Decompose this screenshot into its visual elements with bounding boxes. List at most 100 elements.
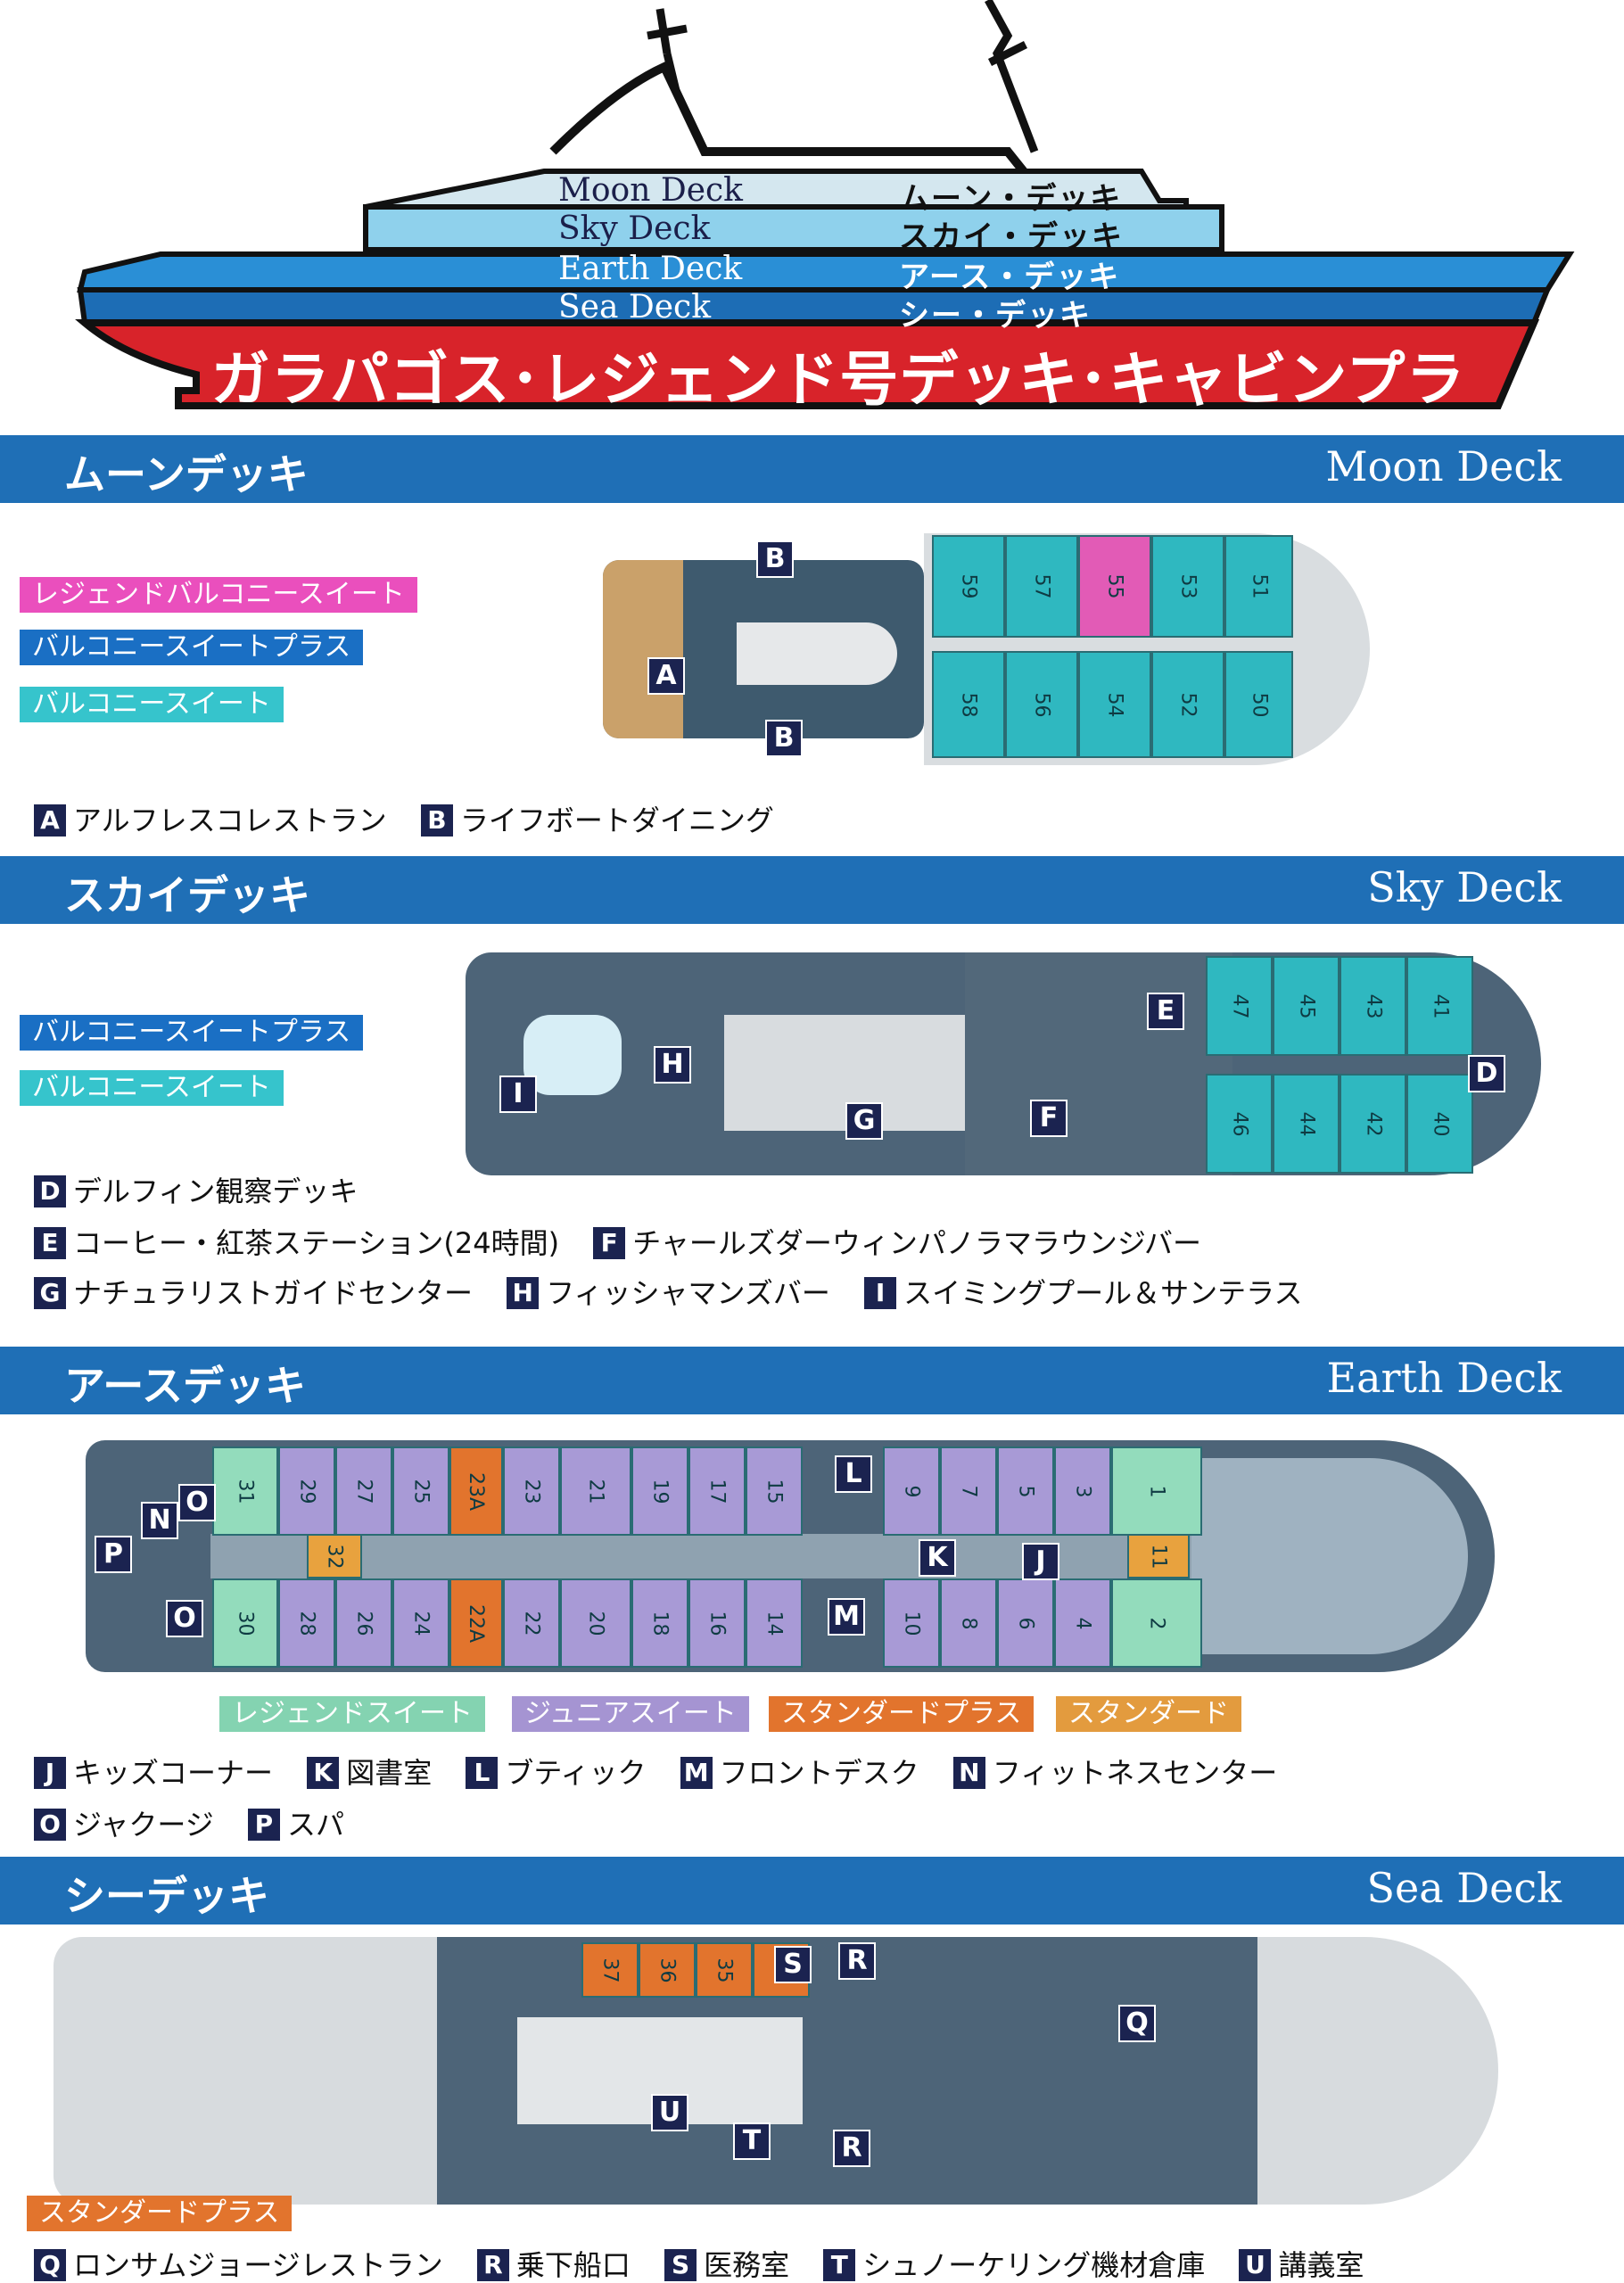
plan-marker-p: P: [95, 1536, 132, 1573]
cabin-35[interactable]: 35: [696, 1942, 753, 1998]
legend-legend-suite: レジェンドスイート: [219, 1696, 485, 1732]
key-box-d: D: [34, 1175, 66, 1207]
cabin-44[interactable]: 44: [1273, 1074, 1340, 1174]
plan-marker-h: H: [654, 1046, 691, 1084]
cabin-3[interactable]: 3: [1054, 1446, 1111, 1536]
cabin-52[interactable]: 52: [1151, 651, 1224, 758]
key-box-p: P: [247, 1809, 280, 1841]
cabin-14[interactable]: 14: [746, 1578, 803, 1668]
key-box-o: O: [34, 1809, 66, 1841]
cabin-31[interactable]: 31: [212, 1446, 278, 1536]
moon-deck-title-jp: ムーンデッキ: [64, 450, 309, 499]
plan-marker-r-bottom: R: [833, 2130, 870, 2167]
cabin-36[interactable]: 36: [639, 1942, 696, 1998]
cabin-19[interactable]: 19: [631, 1446, 688, 1536]
cabin-17[interactable]: 17: [688, 1446, 746, 1536]
cabin-20[interactable]: 20: [560, 1578, 631, 1668]
key-label-o: ジャクージ: [73, 1808, 214, 1842]
cabin-37[interactable]: 37: [581, 1942, 639, 1998]
legend-balcony-suite-plus: バルコニースイートプラス: [20, 630, 364, 665]
moon-cabins: 59 57 55 53 51 58 56 54 52 50: [932, 535, 1293, 758]
cabin-21[interactable]: 21: [560, 1446, 631, 1536]
cabin-30[interactable]: 30: [212, 1578, 278, 1668]
cabin-2[interactable]: 2: [1111, 1578, 1202, 1668]
cabin-41[interactable]: 41: [1406, 956, 1473, 1056]
sky-deck-title-jp: スカイデッキ: [64, 871, 310, 919]
key-box-m: M: [680, 1757, 713, 1789]
key-label-s: 医務室: [704, 2248, 790, 2282]
cabin-9[interactable]: 9: [883, 1446, 940, 1536]
key-box-s: S: [664, 2249, 697, 2281]
key-label-i: スイミングプール＆サンテラス: [903, 1276, 1303, 1310]
cabin-23a[interactable]: 23A: [449, 1446, 503, 1536]
cabin-11[interactable]: 11: [1127, 1534, 1190, 1578]
cabin-43[interactable]: 43: [1340, 956, 1406, 1056]
key-label-j: キッズコーナー: [73, 1756, 274, 1790]
cabin-54[interactable]: 54: [1078, 651, 1151, 758]
sky-deck-bar: スカイデッキ Sky Deck: [0, 856, 1624, 924]
cabin-45[interactable]: 45: [1273, 956, 1340, 1056]
cabin-1[interactable]: 1: [1111, 1446, 1202, 1536]
cabin-22[interactable]: 22: [503, 1578, 560, 1668]
cabin-51[interactable]: 51: [1224, 535, 1293, 638]
cabin-15[interactable]: 15: [746, 1446, 803, 1536]
cabin-53[interactable]: 53: [1151, 535, 1224, 638]
plan-marker-o-bottom: O: [166, 1600, 203, 1637]
cabin-58[interactable]: 58: [932, 651, 1005, 758]
cabin-6[interactable]: 6: [997, 1578, 1054, 1668]
key-box-i: I: [864, 1277, 897, 1309]
cabin-47[interactable]: 47: [1206, 956, 1273, 1056]
sea-deck-title-jp: シーデッキ: [64, 1872, 269, 1920]
ship-silhouette: [75, 0, 1575, 409]
cabin-23[interactable]: 23: [503, 1446, 560, 1536]
cabin-28[interactable]: 28: [278, 1578, 335, 1668]
cabin-32[interactable]: 32: [307, 1534, 362, 1578]
cabin-22a[interactable]: 22A: [449, 1578, 503, 1668]
cabin-27[interactable]: 27: [335, 1446, 392, 1536]
earth-deck-bar: アースデッキ Earth Deck: [0, 1347, 1624, 1414]
key-box-h: H: [507, 1277, 540, 1309]
key-box-g: G: [34, 1277, 66, 1309]
plan-marker-m: M: [828, 1598, 865, 1636]
plan-marker-k: K: [919, 1539, 956, 1577]
cabin-25[interactable]: 25: [392, 1446, 449, 1536]
cabin-4[interactable]: 4: [1054, 1578, 1111, 1668]
key-box-u: U: [1239, 2249, 1272, 2281]
cabin-40[interactable]: 40: [1406, 1074, 1473, 1174]
cabin-5[interactable]: 5: [997, 1446, 1054, 1536]
cabin-26[interactable]: 26: [335, 1578, 392, 1668]
cabin-57[interactable]: 57: [1005, 535, 1078, 638]
cabin-8[interactable]: 8: [940, 1578, 997, 1668]
cabin-10[interactable]: 10: [883, 1578, 940, 1668]
cabin-7[interactable]: 7: [940, 1446, 997, 1536]
plan-marker-d: D: [1468, 1055, 1505, 1092]
cabin-55[interactable]: 55: [1078, 535, 1151, 638]
cabin-59[interactable]: 59: [932, 535, 1005, 638]
ship-illustration: [0, 0, 1624, 424]
key-label-g: ナチュラリストガイドセンター: [73, 1276, 474, 1310]
legend-standard: スタンダード: [1056, 1696, 1241, 1732]
cabin-46[interactable]: 46: [1206, 1074, 1273, 1174]
cabin-29[interactable]: 29: [278, 1446, 335, 1536]
moon-deck-title-en: Moon Deck: [1325, 442, 1562, 490]
key-label-h: フィッシャマンズバー: [546, 1276, 830, 1310]
cabin-24[interactable]: 24: [392, 1578, 449, 1668]
key-label-u: 講義室: [1278, 2248, 1364, 2282]
cabin-42[interactable]: 42: [1340, 1074, 1406, 1174]
plan-marker-b-bottom: B: [765, 720, 803, 757]
ship-label-sky-en: Sky Deck: [558, 210, 711, 247]
key-label-p: スパ: [286, 1808, 344, 1842]
cabin-56[interactable]: 56: [1005, 651, 1078, 758]
cabin-16[interactable]: 16: [688, 1578, 746, 1668]
legend-balcony-suite: バルコニースイート: [20, 687, 284, 722]
cabin-50[interactable]: 50: [1224, 651, 1293, 758]
cabin-18[interactable]: 18: [631, 1578, 688, 1668]
key-box-k: K: [307, 1757, 340, 1789]
plan-marker-f: F: [1030, 1100, 1068, 1137]
sky-deck-plan: [466, 952, 1541, 1175]
key-label-m: フロントデスク: [719, 1756, 919, 1790]
legend-standard-plus-sea: スタンダードプラス: [27, 2196, 293, 2231]
